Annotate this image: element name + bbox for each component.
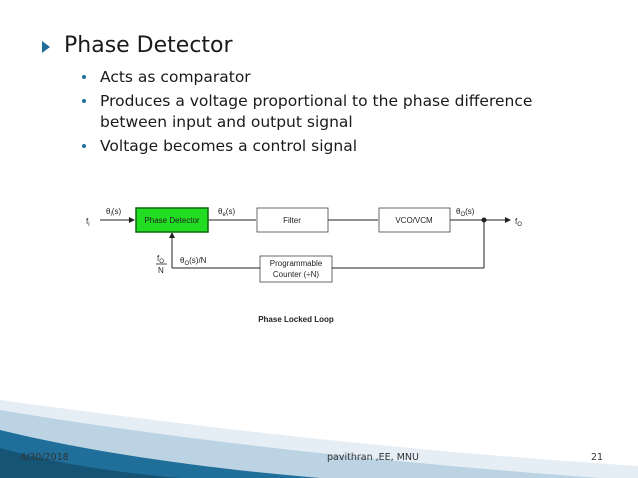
theta-feedback-label: θO(s)/N: [180, 256, 207, 267]
filter-label: Filter: [283, 216, 301, 225]
list-item: Voltage becomes a control signal: [82, 136, 602, 157]
counter-label-line2: Counter (÷N): [273, 270, 320, 279]
fo-label: fO: [515, 217, 522, 228]
theta-o-label: θO(s): [456, 207, 475, 218]
bullet-list: Acts as comparator Produces a voltage pr…: [82, 67, 602, 160]
footer-author: pavithran ,EE, MNU: [327, 452, 419, 463]
phase-detector-block: [135, 207, 209, 233]
feedback-fraction-denominator: N: [158, 266, 164, 275]
bullet-dot-icon: [82, 99, 86, 103]
bullet-text: Acts as comparator: [100, 68, 251, 86]
counter-label-line1: Programmable: [270, 259, 323, 268]
footer-date: 4/30/2018: [20, 452, 69, 463]
theta-i-label: θi(s): [106, 207, 121, 218]
bullet-text: Produces a voltage proportional to the p…: [100, 92, 533, 131]
bottom-swoosh-decoration: [0, 400, 638, 478]
slide-title: Phase Detector: [64, 33, 233, 58]
fi-label: fi: [86, 217, 90, 228]
vco-label: VCO/VCM: [395, 216, 433, 225]
bullet-dot-icon: [82, 144, 86, 148]
counter-block: [259, 255, 333, 283]
list-item: Acts as comparator: [82, 67, 602, 88]
bullet-text: Voltage becomes a control signal: [100, 137, 358, 155]
filter-block: [256, 207, 329, 233]
title-bullet-icon: [42, 41, 50, 53]
vco-block: [378, 207, 451, 233]
feedback-fraction-numerator: fO: [157, 254, 164, 265]
list-item: Produces a voltage proportional to the p…: [82, 91, 602, 133]
theta-e-label: θe(s): [218, 207, 235, 218]
bullet-dot-icon: [82, 75, 86, 79]
signal-lines: [100, 217, 511, 269]
diagram-caption: Phase Locked Loop: [258, 315, 334, 324]
junction-dot: [481, 217, 487, 223]
slide-number: 21: [591, 452, 604, 463]
phase-detector-label: Phase Detector: [144, 216, 199, 225]
